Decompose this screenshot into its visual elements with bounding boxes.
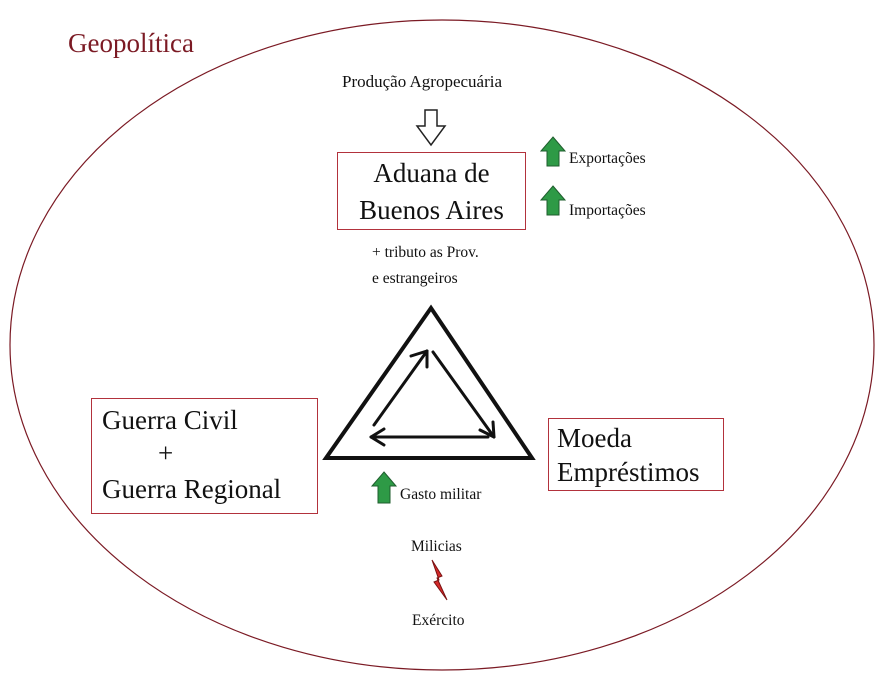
imports-label: Importações — [569, 202, 646, 219]
cycle-arrow-left-head — [409, 349, 429, 369]
military-spending-label: Gasto militar — [400, 486, 482, 503]
lightning-bolt-icon — [431, 559, 448, 601]
war-box: Guerra Civil + Guerra Regional — [91, 398, 318, 514]
militias-label: Milicias — [411, 538, 462, 555]
military-up-arrow-icon — [370, 471, 398, 504]
cycle-arrow-right — [431, 350, 496, 439]
currency-box: Moeda Empréstimos — [548, 418, 724, 491]
imports-up-arrow-icon — [539, 185, 567, 216]
cycle-arrow-right-head — [478, 420, 496, 439]
customs-line-1: Aduana de — [373, 158, 490, 188]
army-label: Exército — [412, 612, 465, 629]
customs-box: Aduana de Buenos Aires — [337, 152, 526, 230]
exports-label: Exportações — [569, 150, 646, 167]
geopolitics-boundary-ellipse — [9, 19, 875, 671]
tribute-line-1: + tributo as Prov. — [372, 244, 479, 261]
customs-line-2: Buenos Aires — [359, 195, 504, 225]
exports-up-arrow-icon — [539, 136, 567, 167]
cycle-triangle — [322, 304, 536, 460]
currency-line-1: Moeda — [557, 423, 632, 453]
war-line-2: + — [158, 438, 174, 468]
tribute-line-2: e estrangeiros — [372, 270, 458, 287]
agricultural-production-label: Produção Agropecuária — [342, 72, 503, 91]
war-line-1: Guerra Civil — [102, 405, 238, 435]
cycle-arrow-bottom-head — [369, 427, 386, 447]
war-line-3: Guerra Regional — [102, 474, 282, 504]
cycle-arrows — [369, 349, 496, 447]
cycle-arrow-left — [372, 349, 429, 427]
tribute-note: + tributo as Prov. e estrangeiros — [372, 240, 479, 292]
currency-line-2: Empréstimos — [557, 457, 700, 487]
hollow-down-arrow-icon — [415, 109, 447, 147]
diagram-title: Geopolítica — [68, 28, 194, 58]
